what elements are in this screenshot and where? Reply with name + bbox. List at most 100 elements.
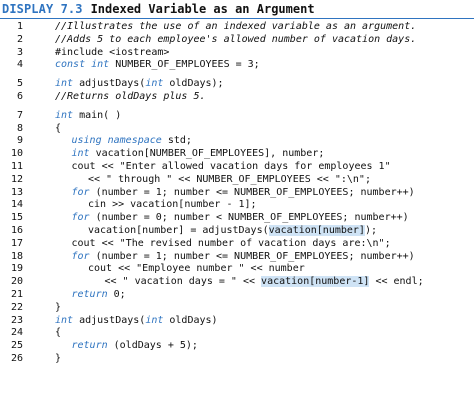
code-text: return 0;	[72, 288, 126, 301]
code-token: );	[364, 225, 377, 236]
line-number: 24	[10, 327, 23, 339]
code-text: for (number = 1; number <= NUMBER_OF_EMP…	[72, 250, 415, 263]
line-number: 26	[10, 353, 23, 364]
code-line: 11 cout << "Enter allowed vacation days f…	[0, 160, 474, 173]
code-line: 12<< " through " << NUMBER_OF_EMPLOYEES …	[0, 173, 474, 186]
code-text: int adjustDays(int oldDays);	[55, 77, 224, 90]
code-token: vacation[number] = adjustDays(	[88, 225, 269, 236]
code-text: using namespace std;	[72, 134, 192, 147]
line-number: 3	[16, 46, 23, 58]
code-line: 3 #include <iostream>	[0, 46, 474, 59]
code-line: 8{	[0, 122, 474, 135]
code-keyword: int	[55, 314, 74, 326]
line-number: 19	[10, 263, 23, 275]
code-text: << " vacation days = " << vacation[numbe…	[105, 275, 424, 288]
display-title: Indexed Variable as an Argument	[90, 2, 315, 16]
header-divider	[0, 18, 474, 19]
code-keyword: int	[71, 148, 90, 160]
code-token: cout << "Enter allowed vacation days for…	[71, 161, 391, 172]
line-number: 10	[10, 148, 23, 160]
display-label: DISPLAY 7.3	[2, 2, 83, 16]
code-line: 26}	[0, 352, 474, 365]
line-number: 1	[16, 21, 23, 32]
code-token: vacation[NUMBER_OF_EMPLOYEES], number;	[89, 148, 325, 160]
code-text: const int NUMBER_OF_EMPLOYEES = 3;	[55, 58, 260, 71]
code-text: //Returns oldDays plus 5.	[55, 90, 206, 103]
code-token: oldDays);	[163, 78, 224, 90]
code-token: << endl;	[369, 276, 424, 288]
code-text: cout << "Enter allowed vacation days for…	[72, 160, 391, 173]
code-keyword: return	[71, 289, 108, 300]
code-token: cout << "The revised number of vacation …	[71, 237, 391, 249]
line-number: 16	[10, 225, 23, 236]
line-number: 15	[10, 212, 23, 224]
code-text: return (oldDays + 5);	[72, 339, 198, 352]
code-keyword: int	[145, 78, 164, 90]
code-line: 6 //Returns oldDays plus 5.	[0, 90, 474, 103]
code-token: (number = 1; number <= NUMBER_OF_EMPLOYE…	[89, 186, 415, 198]
display-header: DISPLAY 7.3 Indexed Variable as an Argum…	[0, 0, 474, 18]
code-token: << " vacation days = " <<	[104, 276, 262, 288]
code-comment: //Returns oldDays plus 5.	[55, 91, 206, 102]
line-number: 11	[10, 161, 23, 172]
code-line: 16 vacation[number] = adjustDays(vacation…	[0, 224, 474, 237]
code-text: }	[55, 301, 61, 314]
line-number: 20	[10, 276, 23, 288]
code-token: }	[55, 301, 62, 313]
code-token: cout << "Employee number " << number	[88, 263, 305, 275]
code-text: cin >> vacation[number - 1];	[88, 198, 257, 211]
code-keyword: for	[71, 250, 90, 262]
code-line: 10 int vacation[NUMBER_OF_EMPLOYEES], num…	[0, 147, 474, 160]
code-line: 9 using namespace std;	[0, 134, 474, 147]
line-number: 13	[10, 186, 23, 198]
code-keyword: return	[71, 340, 108, 352]
code-keyword: const int	[55, 59, 110, 71]
code-text: int vacation[NUMBER_OF_EMPLOYEES], numbe…	[72, 147, 325, 160]
code-token: main( )	[73, 109, 122, 121]
code-comment: //Illustrates the use of an indexed vari…	[55, 21, 417, 32]
code-line: 20 << " vacation days = " << vacation[num…	[0, 275, 474, 288]
code-text: #include <iostream>	[55, 46, 169, 59]
code-text: int main( )	[55, 109, 121, 122]
code-token: 0;	[107, 289, 126, 300]
code-line: 13 for (number = 1; number <= NUMBER_OF_E…	[0, 186, 474, 199]
code-text: vacation[number] = adjustDays(vacation[n…	[88, 224, 377, 237]
code-text: {	[55, 122, 61, 135]
code-token: std;	[161, 135, 192, 147]
line-number: 4	[16, 59, 23, 71]
line-number: 9	[16, 135, 23, 147]
code-text: //Illustrates the use of an indexed vari…	[55, 20, 416, 33]
code-line: 2//Adds 5 to each employee's allowed num…	[0, 33, 474, 46]
code-text: for (number = 1; number <= NUMBER_OF_EMP…	[72, 186, 415, 199]
code-token: }	[55, 353, 62, 364]
code-line: 19 cout << "Employee number " << number	[0, 262, 474, 275]
line-number: 25	[10, 340, 23, 352]
code-line: 15 for (number = 0; number < NUMBER_OF_EM…	[0, 211, 474, 224]
code-text: //Adds 5 to each employee's allowed numb…	[55, 33, 416, 46]
code-keyword: int	[55, 109, 74, 121]
code-text: int adjustDays(int oldDays)	[55, 314, 218, 327]
code-keyword: int	[55, 78, 74, 90]
line-number: 14	[10, 199, 23, 211]
code-keyword: for	[71, 212, 90, 224]
code-token: oldDays)	[163, 314, 218, 326]
code-token: adjustDays(	[73, 78, 146, 90]
line-number: 6	[16, 91, 23, 102]
code-line: 7 int main( )	[0, 109, 474, 122]
line-number: 7	[16, 109, 23, 121]
code-token: #include <iostream>	[55, 46, 170, 58]
line-number: 8	[16, 122, 23, 134]
code-line: 4 const int NUMBER_OF_EMPLOYEES = 3;	[0, 58, 474, 71]
code-token: {	[55, 122, 62, 134]
code-token: << " through " << NUMBER_OF_EMPLOYEES <<…	[88, 173, 371, 185]
highlighted-argument: vacation[number-1]	[261, 276, 370, 288]
code-text: for (number = 0; number < NUMBER_OF_EMPL…	[72, 211, 409, 224]
code-text: }	[55, 352, 61, 365]
code-token: {	[55, 327, 62, 339]
code-text: << " through " << NUMBER_OF_EMPLOYEES <<…	[88, 173, 371, 186]
code-line: 24 {	[0, 326, 474, 339]
